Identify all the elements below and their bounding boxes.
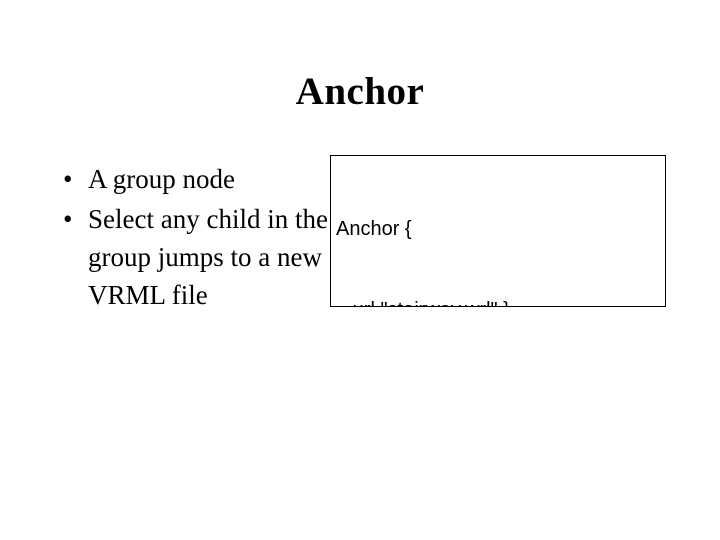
list-item: • A group node (48, 160, 338, 198)
code-line: url "stairway.wrl" } (336, 297, 665, 306)
list-item-label: A group node (88, 164, 235, 194)
list-item: • Select any child in the group jumps to… (48, 200, 338, 314)
bullet-list: • A group node • Select any child in the… (48, 160, 338, 316)
code-lines: Anchor { url "stairway.wrl" } descriptio… (331, 156, 665, 306)
bullet-marker-icon: • (63, 204, 73, 234)
page-title: Anchor (295, 70, 425, 113)
bullet-marker-icon: • (63, 164, 73, 194)
code-line: Anchor { (336, 218, 412, 240)
code-example-box: Anchor { url "stairway.wrl" } descriptio… (330, 155, 666, 307)
list-item-label: Select any child in the group jumps to a… (88, 204, 328, 310)
